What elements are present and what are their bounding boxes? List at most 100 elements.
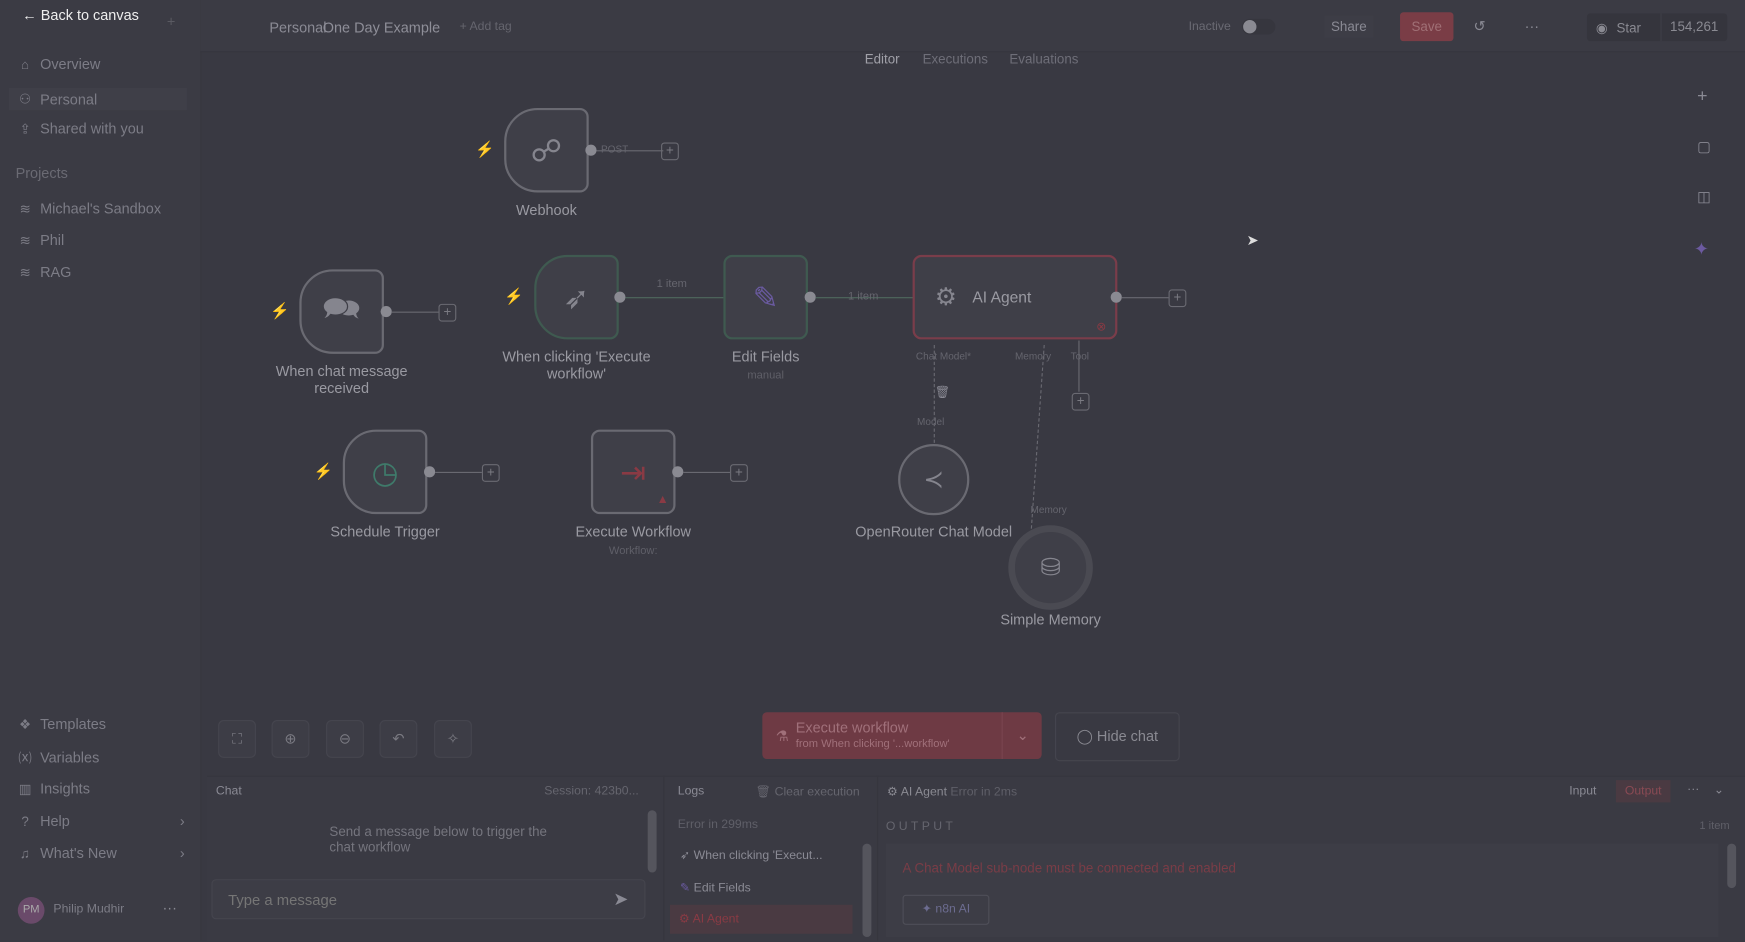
workflow-name[interactable]: One Day Example [322,18,441,36]
error-message: A Chat Model sub-node must be connected … [902,860,1236,876]
share-button[interactable]: Share [1324,15,1374,38]
sidebar-item-insights[interactable]: ▥Insights [18,780,90,797]
tab-evaluations[interactable]: Evaluations [1009,51,1079,67]
node-chat-trigger[interactable]: 🗪 [299,269,384,354]
sidebar-item-shared[interactable]: ⇪Shared with you [19,120,144,137]
output-body [885,843,1719,938]
project-item[interactable]: ≋RAG [19,263,72,281]
chat-icon: ◯ [1076,727,1093,745]
sidebar-item-personal[interactable]: ⚇Personal [8,87,187,111]
add-tool-button[interactable]: + [1071,392,1090,411]
port-label: Memory [1014,350,1052,362]
undo-button[interactable]: ↶ [379,720,418,758]
node-execute-workflow[interactable]: ⇥ [590,429,676,515]
chat-empty-message: Send a message below to trigger the chat… [329,823,547,855]
node-label: Simple Memory [1000,610,1101,628]
avatar[interactable]: PM [17,896,45,924]
panel-icon[interactable]: ◫ [1697,188,1711,205]
clear-execution-button[interactable]: 🗑 Clear execution [755,785,860,800]
project-item[interactable]: ≋Phil [19,231,65,249]
chevron-down-icon[interactable]: ⌄ [1713,783,1725,797]
add-connection-button[interactable]: + [661,142,679,161]
scrollbar[interactable] [1727,843,1737,889]
sidebar-item-help[interactable]: ?Help› [18,812,185,829]
project-item[interactable]: ≋Michael's Sandbox [19,200,162,218]
hide-chat-button[interactable]: ◯ Hide chat [1055,712,1180,762]
layers-icon: ≋ [19,232,31,248]
sticky-note-icon[interactable]: ▢ [1697,137,1711,155]
pencil-icon: ✎ [752,279,779,315]
chat-icon: 🗪 [322,290,362,325]
node-openrouter[interactable]: ≺ [898,444,970,516]
add-connection-button[interactable]: + [481,464,500,482]
add-tag-button[interactable]: + Add tag [459,20,512,34]
sparkle-icon: ✦ [921,902,933,916]
node-ai-agent[interactable]: ⚙AI Agent [912,254,1118,340]
ai-assistant-icon[interactable]: ✦ [1693,240,1709,260]
scrollbar[interactable] [862,843,872,938]
bell-icon: ♫ [20,845,31,861]
session-id[interactable]: Session: 423b0... [544,784,639,798]
help-icon: ? [21,812,29,829]
tab-executions[interactable]: Executions [922,51,988,67]
send-icon[interactable]: ➤ [613,890,629,910]
history-icon[interactable]: ↺ [1473,17,1486,35]
node-schedule-trigger[interactable]: ◷ [342,429,428,515]
pointer-icon: ➶ [679,849,691,863]
sidebar-item-whats-new[interactable]: ♫What's New› [18,845,185,862]
robot-icon: ⚙ [886,785,898,800]
more-icon[interactable]: ··· [162,899,177,916]
log-entry[interactable]: ✎ Edit Fields [679,881,751,895]
tab-output[interactable]: Output [1615,780,1671,803]
trigger-bolt-icon: ⚡ [475,140,495,159]
breadcrumb-project[interactable]: Personal [269,18,327,36]
node-simple-memory[interactable]: ⛁ [1008,525,1093,610]
node-edit-fields[interactable]: ✎ [723,254,808,340]
trash-icon: 🗑 [755,785,772,800]
sign-in-icon: ⇥ [620,454,647,490]
add-icon[interactable]: + [166,13,176,31]
node-label: Execute Workflow [575,523,691,540]
sidebar-item-variables[interactable]: ⒳Variables [18,748,100,766]
scrollbar[interactable] [647,810,657,873]
execute-workflow-button[interactable]: ⚗ Execute workflow from When clicking '.… [762,712,1043,759]
add-connection-button[interactable]: + [438,303,457,322]
add-connection-button[interactable]: + [730,464,748,482]
more-icon[interactable]: ··· [1524,17,1540,35]
add-connection-button[interactable]: + [1168,289,1187,308]
node-webhook[interactable]: ☍ [504,107,589,193]
save-button[interactable]: Save [1400,12,1454,42]
n8n-ai-button[interactable]: ✦ n8n AI [902,894,990,925]
item-count: 1 item [1699,820,1730,833]
variables-icon: ⒳ [18,750,32,766]
log-entry-selected[interactable]: ⚙ AI Agent [669,904,853,934]
error-icon: ⊗ [1096,320,1107,334]
port-label: Tool [1070,350,1089,362]
pencil-icon: ✎ [679,881,691,895]
tidy-up-button[interactable]: ✧ [434,720,472,758]
trigger-bolt-icon: ⚡ [270,301,290,320]
logs-summary: Error in 299ms [677,817,759,832]
tab-input[interactable]: Input [1569,784,1597,798]
chevron-right-icon: › [179,812,185,830]
chat-input[interactable] [211,879,646,920]
delete-connection-icon[interactable]: 🗑 [934,386,951,400]
chevron-down-icon[interactable]: ⌄ [1001,712,1043,759]
node-sublabel: Workflow: [608,545,658,558]
sidebar-item-templates[interactable]: ❖Templates [19,715,107,733]
openrouter-icon: ≺ [923,465,944,494]
tab-editor[interactable]: Editor [864,51,900,67]
edge-label: 1 item [848,290,879,303]
back-to-canvas-button[interactable]: ← Back to canvas [22,6,139,24]
add-node-icon[interactable]: + [1697,86,1708,106]
node-label: Schedule Trigger [330,523,440,540]
log-entry[interactable]: ➶ When clicking 'Execut... [679,849,823,863]
sidebar-item-overview[interactable]: ⌂Overview [18,56,100,73]
node-manual-trigger[interactable]: ➶ [534,254,619,340]
active-toggle[interactable] [1241,18,1276,35]
fit-view-button[interactable]: ⛶ [218,720,256,758]
zoom-in-button[interactable]: ⊕ [271,720,310,758]
zoom-out-button[interactable]: ⊖ [326,720,364,758]
more-icon[interactable]: ··· [1687,782,1700,796]
